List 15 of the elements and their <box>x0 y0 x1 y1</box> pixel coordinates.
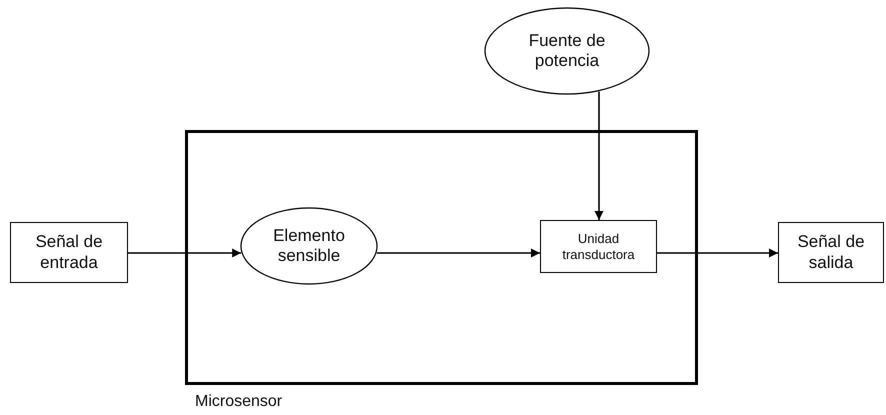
node-label: Señal de entrada <box>34 232 104 273</box>
arrow <box>376 248 540 258</box>
arrow <box>128 248 242 258</box>
node-label: Señal de salida <box>796 232 866 273</box>
process-box <box>10 222 128 283</box>
ellipse-node <box>484 7 650 95</box>
process-box <box>540 220 657 273</box>
arrow <box>657 248 778 258</box>
node-label: Elemento sensible <box>272 226 346 266</box>
node-label: Unidad transductora <box>561 230 636 262</box>
arrow <box>594 92 604 220</box>
enclosure-label: Microsensor <box>195 393 282 411</box>
ellipse-node <box>240 207 378 285</box>
process-box <box>778 222 884 283</box>
node-label: Fuente de potencia <box>528 30 606 72</box>
